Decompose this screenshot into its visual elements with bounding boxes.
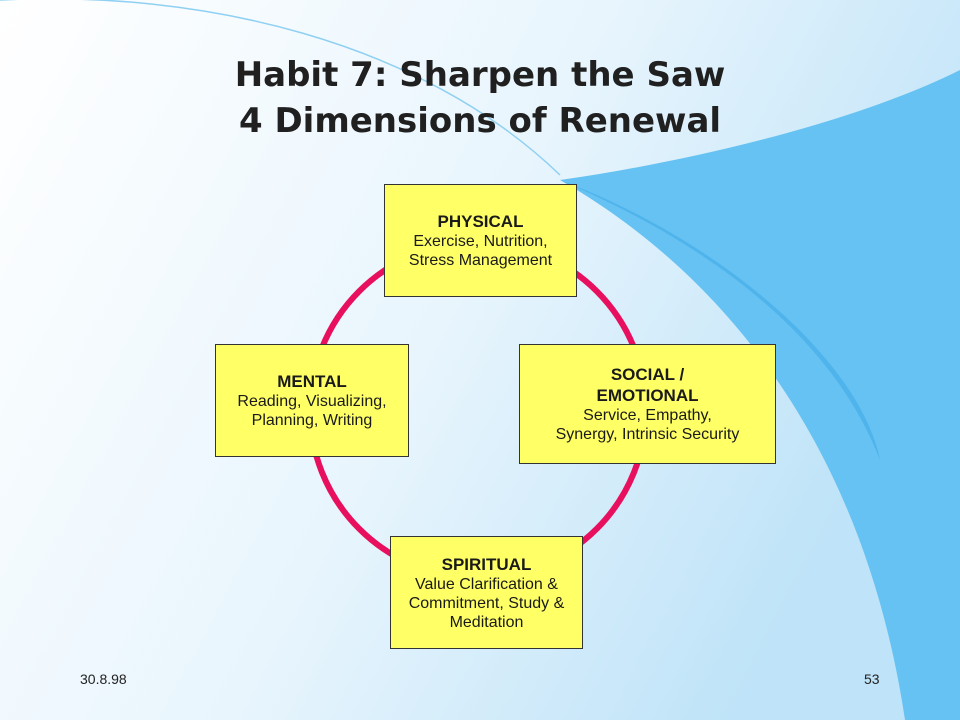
title-line-2: 4 Dimensions of Renewal: [238, 101, 722, 141]
background-arc-line: [0, 0, 561, 176]
physical-heading: PHYSICAL: [437, 212, 524, 231]
mental-text: Reading, Visualizing, Planning, Writing: [237, 393, 387, 429]
mental-box: MENTAL Reading, Visualizing, Planning, W…: [215, 344, 409, 457]
social-text: Service, Empathy, Synergy, Intrinsic Sec…: [555, 407, 740, 443]
footer-date: 30.8.98: [80, 671, 127, 687]
slide-title: Habit 7: Sharpen the Saw 4 Dimensions of…: [180, 52, 780, 144]
page-number: 53: [864, 671, 880, 687]
social-emotional-box: SOCIAL / EMOTIONAL Service, Empathy, Syn…: [519, 344, 776, 464]
title-line-1: Habit 7: Sharpen the Saw: [234, 55, 726, 95]
spiritual-text: Value Clarification & Commitment, Study …: [408, 575, 565, 631]
spiritual-box: SPIRITUAL Value Clarification & Commitme…: [390, 536, 583, 649]
physical-box: PHYSICAL Exercise, Nutrition, Stress Man…: [384, 184, 577, 297]
background-swoosh: [560, 70, 960, 720]
physical-text: Exercise, Nutrition, Stress Management: [408, 233, 553, 269]
social-heading: SOCIAL / EMOTIONAL: [596, 365, 699, 405]
spiritual-heading: SPIRITUAL: [441, 554, 532, 574]
mental-heading: MENTAL: [277, 372, 347, 391]
